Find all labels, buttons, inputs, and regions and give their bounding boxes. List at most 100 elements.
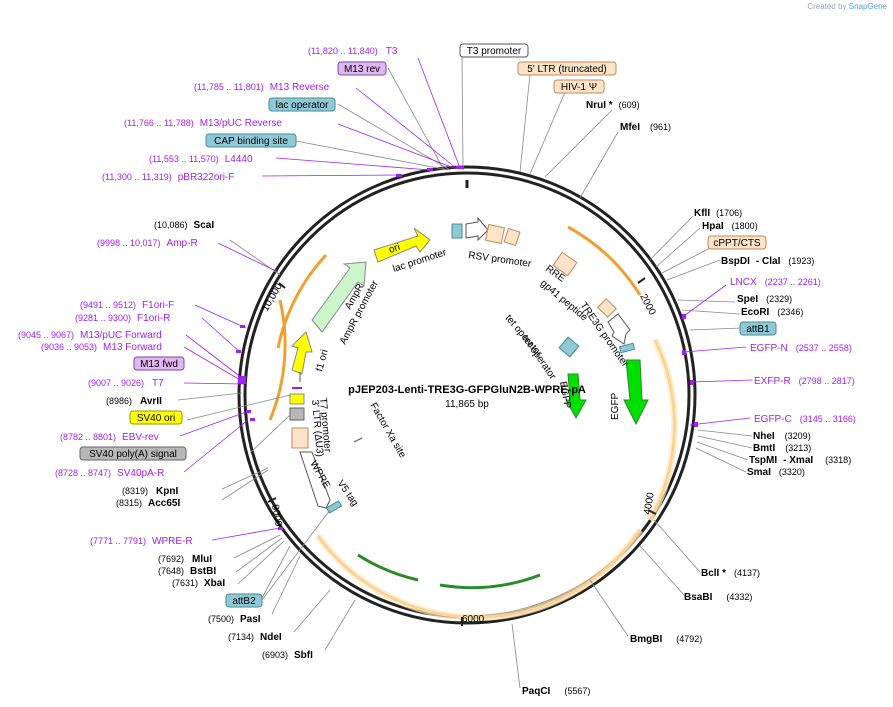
boxed-attb1-text: attB1 xyxy=(746,324,770,335)
ampr-arrow xyxy=(311,261,367,333)
primer-m13-forward: (9036 .. 9053)M13 Forward xyxy=(41,342,162,353)
boxed-lac-operator-text: lac operator xyxy=(276,100,329,111)
plasmid-name: pJEP203-Lenti-TRE3G-GFPGluN2B-WPRE-pA xyxy=(348,384,586,396)
boxed-sv40-ori-text: SV40 ori xyxy=(137,413,175,424)
boxed-hiv-psi: HIV-1 Ψ xyxy=(553,79,605,94)
ori-arrow xyxy=(373,227,431,263)
site-labels: NruI *(609) MfeI(961) KflI(1706) HpaI(18… xyxy=(106,100,851,697)
primer-egfp-c: EGFP-C(3145 .. 3166) xyxy=(754,414,856,425)
label-t7-promoter: T7 promoter xyxy=(317,397,333,453)
boxed-t3-promoter: T3 promoter xyxy=(459,43,529,58)
site-acc65i: (8315)Acc65I xyxy=(116,498,180,509)
site-hpai: HpaI(1800) xyxy=(702,221,758,232)
boxed-attb2: attB2 xyxy=(225,593,263,608)
site-bsabi: BsaBI(4332) xyxy=(684,592,752,603)
orf-highlight xyxy=(315,338,678,621)
site-bmti: BmtI(3213) xyxy=(753,443,811,454)
orf-arc-left xyxy=(276,253,328,349)
boxed-cppt-text: cPPT/CTS xyxy=(713,238,761,249)
label-ori: ori xyxy=(388,242,402,256)
sv40pa-box xyxy=(289,407,305,421)
label-3ltr: 3' LTR (ΔU3) xyxy=(309,399,325,457)
site-bcli: BclI *(4137) xyxy=(701,568,760,579)
sv40ori-box xyxy=(289,393,305,405)
site-bspdi: BspDI- ClaI(1923) xyxy=(721,256,814,267)
egfp-arrow-2 xyxy=(565,373,587,420)
attb2-box xyxy=(325,500,343,514)
f1ori-arrow xyxy=(291,331,313,375)
orf-arc-left2 xyxy=(268,299,287,421)
boxed-lac-operator: lac operator xyxy=(268,97,336,112)
snapgene-logo: SnapGene xyxy=(848,2,887,11)
boxed-m13-fwd-text: M13 fwd xyxy=(140,359,178,370)
boxed-cppt: cPPT/CTS xyxy=(707,235,767,250)
lac-operator-box xyxy=(451,223,463,239)
inner-labels: ori lac promoter RSV promoter AmpR AmpR … xyxy=(307,242,630,508)
site-ecori: EcoRI(2346) xyxy=(741,307,803,318)
primer-t7: (9007 .. 9026)T7 xyxy=(88,378,164,389)
site-mlui: (7692)MluI xyxy=(158,554,212,565)
boxed-cap-binding-text: CAP binding site xyxy=(214,136,288,147)
site-spei: SpeI(2329) xyxy=(737,294,792,305)
label-egfp-1: EGFP xyxy=(557,381,573,410)
label-tet-operator-2: tet operator xyxy=(520,333,559,382)
egfp-segments xyxy=(357,553,541,590)
site-leaders xyxy=(177,55,753,689)
primer-egfp-n: EGFP-N(2537 .. 2558) xyxy=(750,343,852,354)
credit-prefix: Created by xyxy=(807,2,847,11)
primer-labels: (11,820 .. 11,840)T3 (11,785 .. 11,801)M… xyxy=(18,46,856,547)
egfp-segment-2 xyxy=(439,573,541,590)
primer-ebv-rev: (8782 .. 8801)EBV-rev xyxy=(60,432,159,443)
snapgene-credit: Created by SnapGene xyxy=(807,2,887,11)
tet-operator-box xyxy=(558,336,580,358)
egfp-segment-1 xyxy=(357,553,419,582)
site-tspmi: TspMI- XmaI(3318) xyxy=(749,455,851,466)
primer-t3: (11,820 .. 11,840)T3 xyxy=(308,46,398,57)
primer-f1ori-r: (9281 .. 9300)F1ori-R xyxy=(75,313,170,324)
ltr3-box xyxy=(291,427,309,449)
primer-pbr322ori-f: (11,300 .. 11,319)pBR322ori-F xyxy=(102,172,234,183)
primer-m13puc-reverse: (11,766 .. 11,788)M13/pUC Reverse xyxy=(124,118,282,129)
boxed-labels: T3 promoter 5' LTR (truncated) HIV-1 Ψ M… xyxy=(79,43,777,608)
wpre-arrow xyxy=(299,451,331,509)
tre3g-arrow xyxy=(607,313,631,345)
boxed-m13-rev-text: M13 rev xyxy=(344,64,380,75)
site-nhei: NheI(3209) xyxy=(753,431,811,442)
tick-4000: 4000 xyxy=(642,491,657,515)
egfp-arrow-1 xyxy=(623,359,649,426)
orf-arc-bottom xyxy=(316,529,642,619)
ltr-box xyxy=(484,223,506,245)
ring-tick-marks xyxy=(267,277,657,626)
tick-2000: 2000 xyxy=(637,292,657,317)
boxed-m13-fwd: M13 fwd xyxy=(133,356,185,371)
boxed-cap-binding: CAP binding site xyxy=(205,133,297,148)
tick-6000: 6000 xyxy=(462,614,485,625)
primer-amp-r: (9998 .. 10,017)Amp-R xyxy=(97,238,198,249)
boxed-sv40-polya: SV40 poly(A) signal xyxy=(79,446,187,461)
primer-m13puc-forward: (9045 .. 9067)M13/pUC Forward xyxy=(18,330,162,341)
factor-xa-mark xyxy=(353,437,363,443)
label-gp41-peptide: gp41 peptide xyxy=(538,278,590,324)
site-kpni: (8319)KpnI xyxy=(122,486,178,497)
psi-box xyxy=(503,227,521,247)
boxed-5ltr-text: 5' LTR (truncated) xyxy=(527,64,607,75)
primer-sv40pa-r: (8728 .. 8747)SV40pA-R xyxy=(55,468,164,479)
site-bstbi: (7648)BstBI xyxy=(158,566,216,577)
primer-ticks xyxy=(236,166,698,530)
boxed-sv40-polya-text: SV40 poly(A) signal xyxy=(89,449,177,460)
site-scai: (10,086)ScaI xyxy=(154,220,214,231)
attb1-box xyxy=(618,342,636,354)
boxed-attb2-text: attB2 xyxy=(232,596,256,607)
label-factor-xa: Factor Xa site xyxy=(367,401,408,460)
boxed-5ltr: 5' LTR (truncated) xyxy=(517,61,617,76)
primer-l4440: (11,553 .. 11,570)L4440 xyxy=(149,154,253,165)
site-avrii: (8986)AvrII xyxy=(106,396,162,407)
boxed-hiv-psi-text: HIV-1 Ψ xyxy=(561,82,597,93)
site-kfli: KflI(1706) xyxy=(694,208,742,219)
primer-exfp-r: EXFP-R(2798 .. 2817) xyxy=(754,376,855,387)
rre-box xyxy=(552,251,578,277)
boxed-t3-promoter-text: T3 promoter xyxy=(467,46,522,57)
site-mfei: MfeI(961) xyxy=(620,122,671,133)
site-pasi: (7500)PasI xyxy=(208,614,261,625)
